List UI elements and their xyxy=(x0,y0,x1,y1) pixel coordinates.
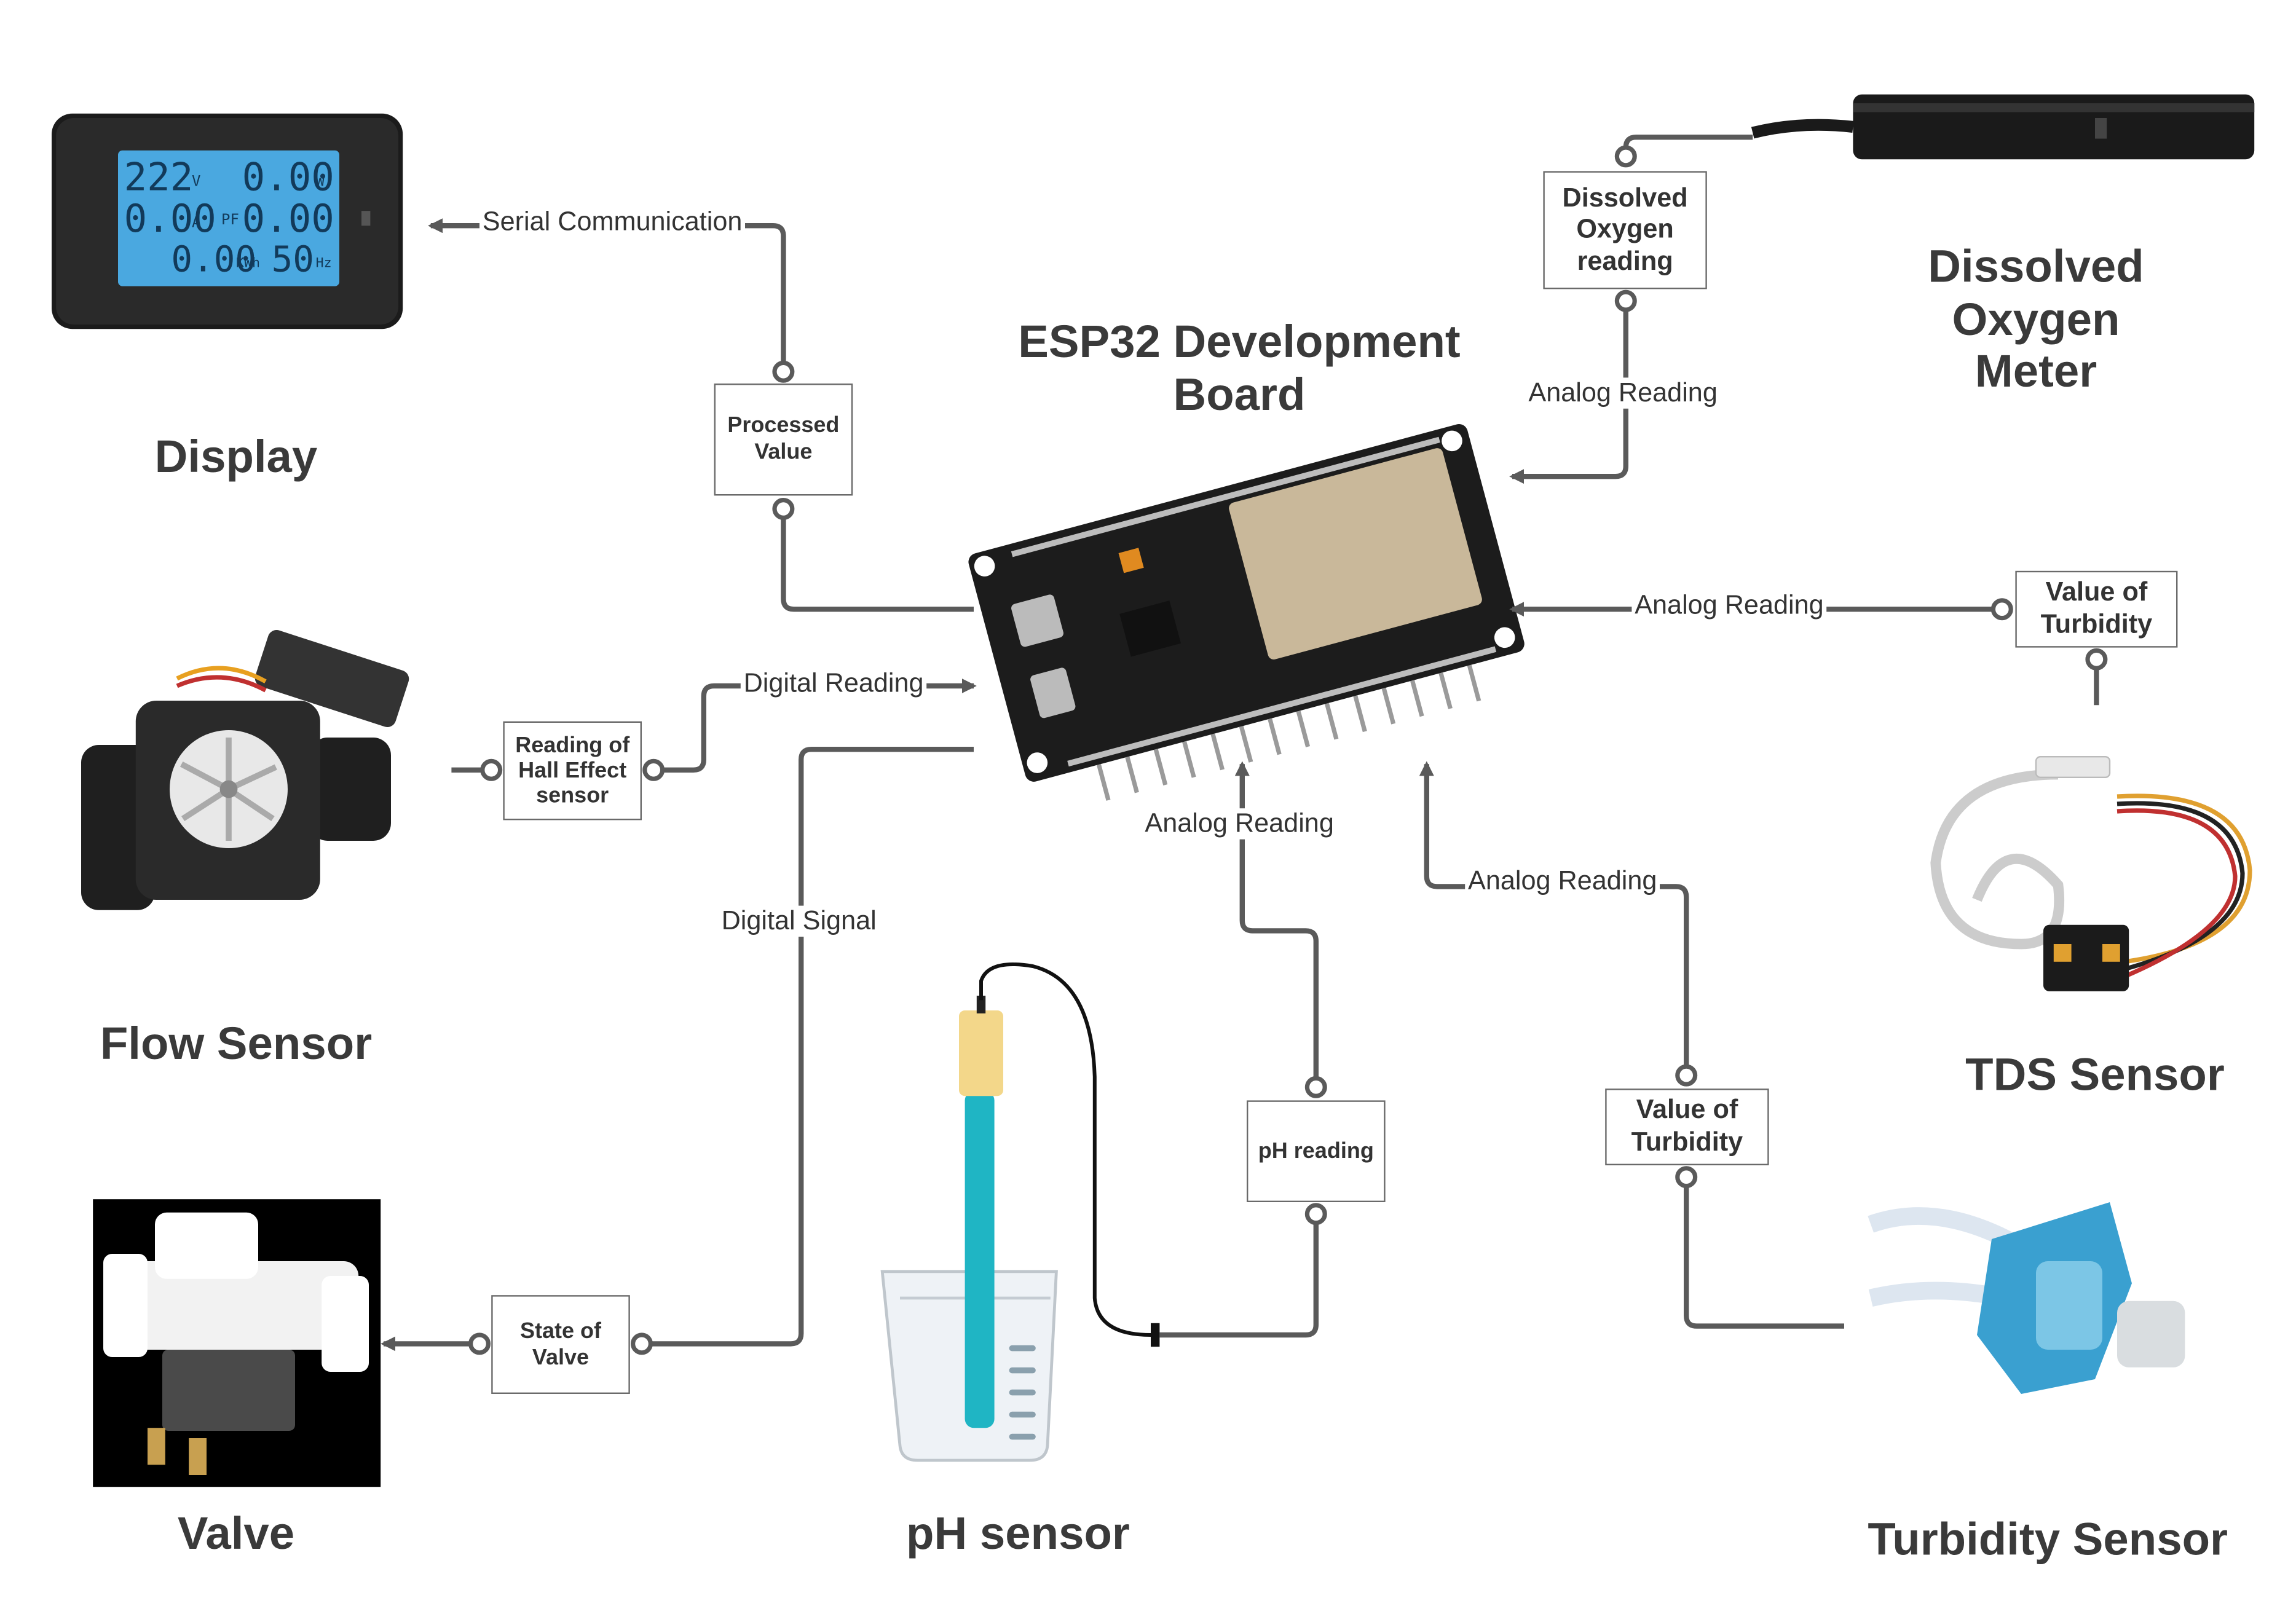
lcd-voltage: 222 xyxy=(124,156,194,200)
processed-value-line-1: Processed xyxy=(727,413,839,439)
lcd-freq: 50 xyxy=(272,239,314,280)
lcd-energy-unit: KWh xyxy=(236,257,260,272)
state-of-valve-line-1: State of xyxy=(520,1318,601,1344)
lcd-voltage-unit: V xyxy=(192,174,200,190)
ph-sensor-image xyxy=(882,964,1159,1460)
analog-reading-do-label: Analog Reading xyxy=(1526,377,1721,408)
analog-reading-tds-label: Analog Reading xyxy=(1631,590,1826,621)
do-meter-image xyxy=(1753,95,2254,160)
lcd-pf-label: PF xyxy=(221,213,239,229)
board-title: ESP32 Development Board xyxy=(988,316,1490,421)
valve-image xyxy=(93,1199,381,1487)
turbidity-right-line-1: Value of xyxy=(2041,577,2153,609)
do-reading-line-3: reading xyxy=(1563,246,1688,278)
board-title-line-2: Board xyxy=(988,368,1490,421)
do-reading-line-2: Oxygen xyxy=(1563,214,1688,246)
processed-value-box: Processed Value xyxy=(714,384,853,495)
tds-sensor-label: TDS Sensor xyxy=(1918,1049,2272,1101)
lcd-current-unit: A xyxy=(192,215,200,231)
flow-sensor-image xyxy=(81,628,411,910)
hall-effect-line-1: Reading of xyxy=(515,733,629,758)
lcd-power-unit: W xyxy=(316,174,325,190)
turbidity-value-box-right: Value of Turbidity xyxy=(2015,571,2177,648)
turbidity-sensor-image xyxy=(1871,1202,2185,1394)
turbidity-bottom-line-2: Turbidity xyxy=(1631,1127,1743,1159)
ph-reading-box: pH reading xyxy=(1247,1100,1386,1202)
lcd-pf: 0.00 xyxy=(242,198,334,242)
state-of-valve-line-2: Valve xyxy=(520,1345,601,1371)
flow-sensor-label: Flow Sensor xyxy=(44,1018,428,1071)
lcd-current: 0.00 xyxy=(124,198,216,242)
do-meter-label-line-1: Dissolved xyxy=(1874,240,2198,293)
dissolved-oxygen-reading-box: Dissolved Oxygen reading xyxy=(1543,171,1706,289)
hall-effect-reading-box: Reading of Hall Effect sensor xyxy=(503,722,642,821)
hall-effect-line-3: sensor xyxy=(515,784,629,809)
board-title-line-1: ESP32 Development xyxy=(988,316,1490,369)
valve-label: Valve xyxy=(89,1508,384,1561)
analog-reading-ph-label: Analog Reading xyxy=(1142,808,1337,839)
hall-effect-line-2: Hall Effect xyxy=(515,758,629,783)
do-reading-line-1: Dissolved xyxy=(1563,183,1688,215)
digital-signal-label: Digital Signal xyxy=(719,906,880,937)
turbidity-right-line-2: Turbidity xyxy=(2041,609,2153,641)
state-of-valve-box: State of Valve xyxy=(491,1295,630,1394)
do-meter-label: Dissolved Oxygen Meter xyxy=(1874,240,2198,398)
lcd-readout: 222 V 0.00 W 0.00 A PF 0.00 0.00 KWh 50 … xyxy=(121,154,336,283)
lcd-freq-unit: Hz xyxy=(316,257,332,272)
do-meter-label-line-2: Oxygen xyxy=(1874,293,2198,346)
digital-reading-label: Digital Reading xyxy=(741,668,927,699)
display-label: Display xyxy=(89,431,384,484)
turbidity-bottom-line-1: Value of xyxy=(1631,1095,1743,1127)
ph-sensor-label: pH sensor xyxy=(856,1508,1180,1561)
turbidity-sensor-label: Turbidity Sensor xyxy=(1829,1513,2266,1566)
processed-value-line-2: Value xyxy=(727,439,839,466)
serial-communication-label: Serial Communication xyxy=(479,207,745,237)
turbidity-value-box-bottom: Value of Turbidity xyxy=(1605,1088,1769,1165)
analog-reading-turbidity-label: Analog Reading xyxy=(1465,866,1660,897)
esp32-board-image xyxy=(966,422,1536,819)
tds-sensor-image xyxy=(1936,757,2250,991)
do-meter-label-line-3: Meter xyxy=(1874,345,2198,398)
